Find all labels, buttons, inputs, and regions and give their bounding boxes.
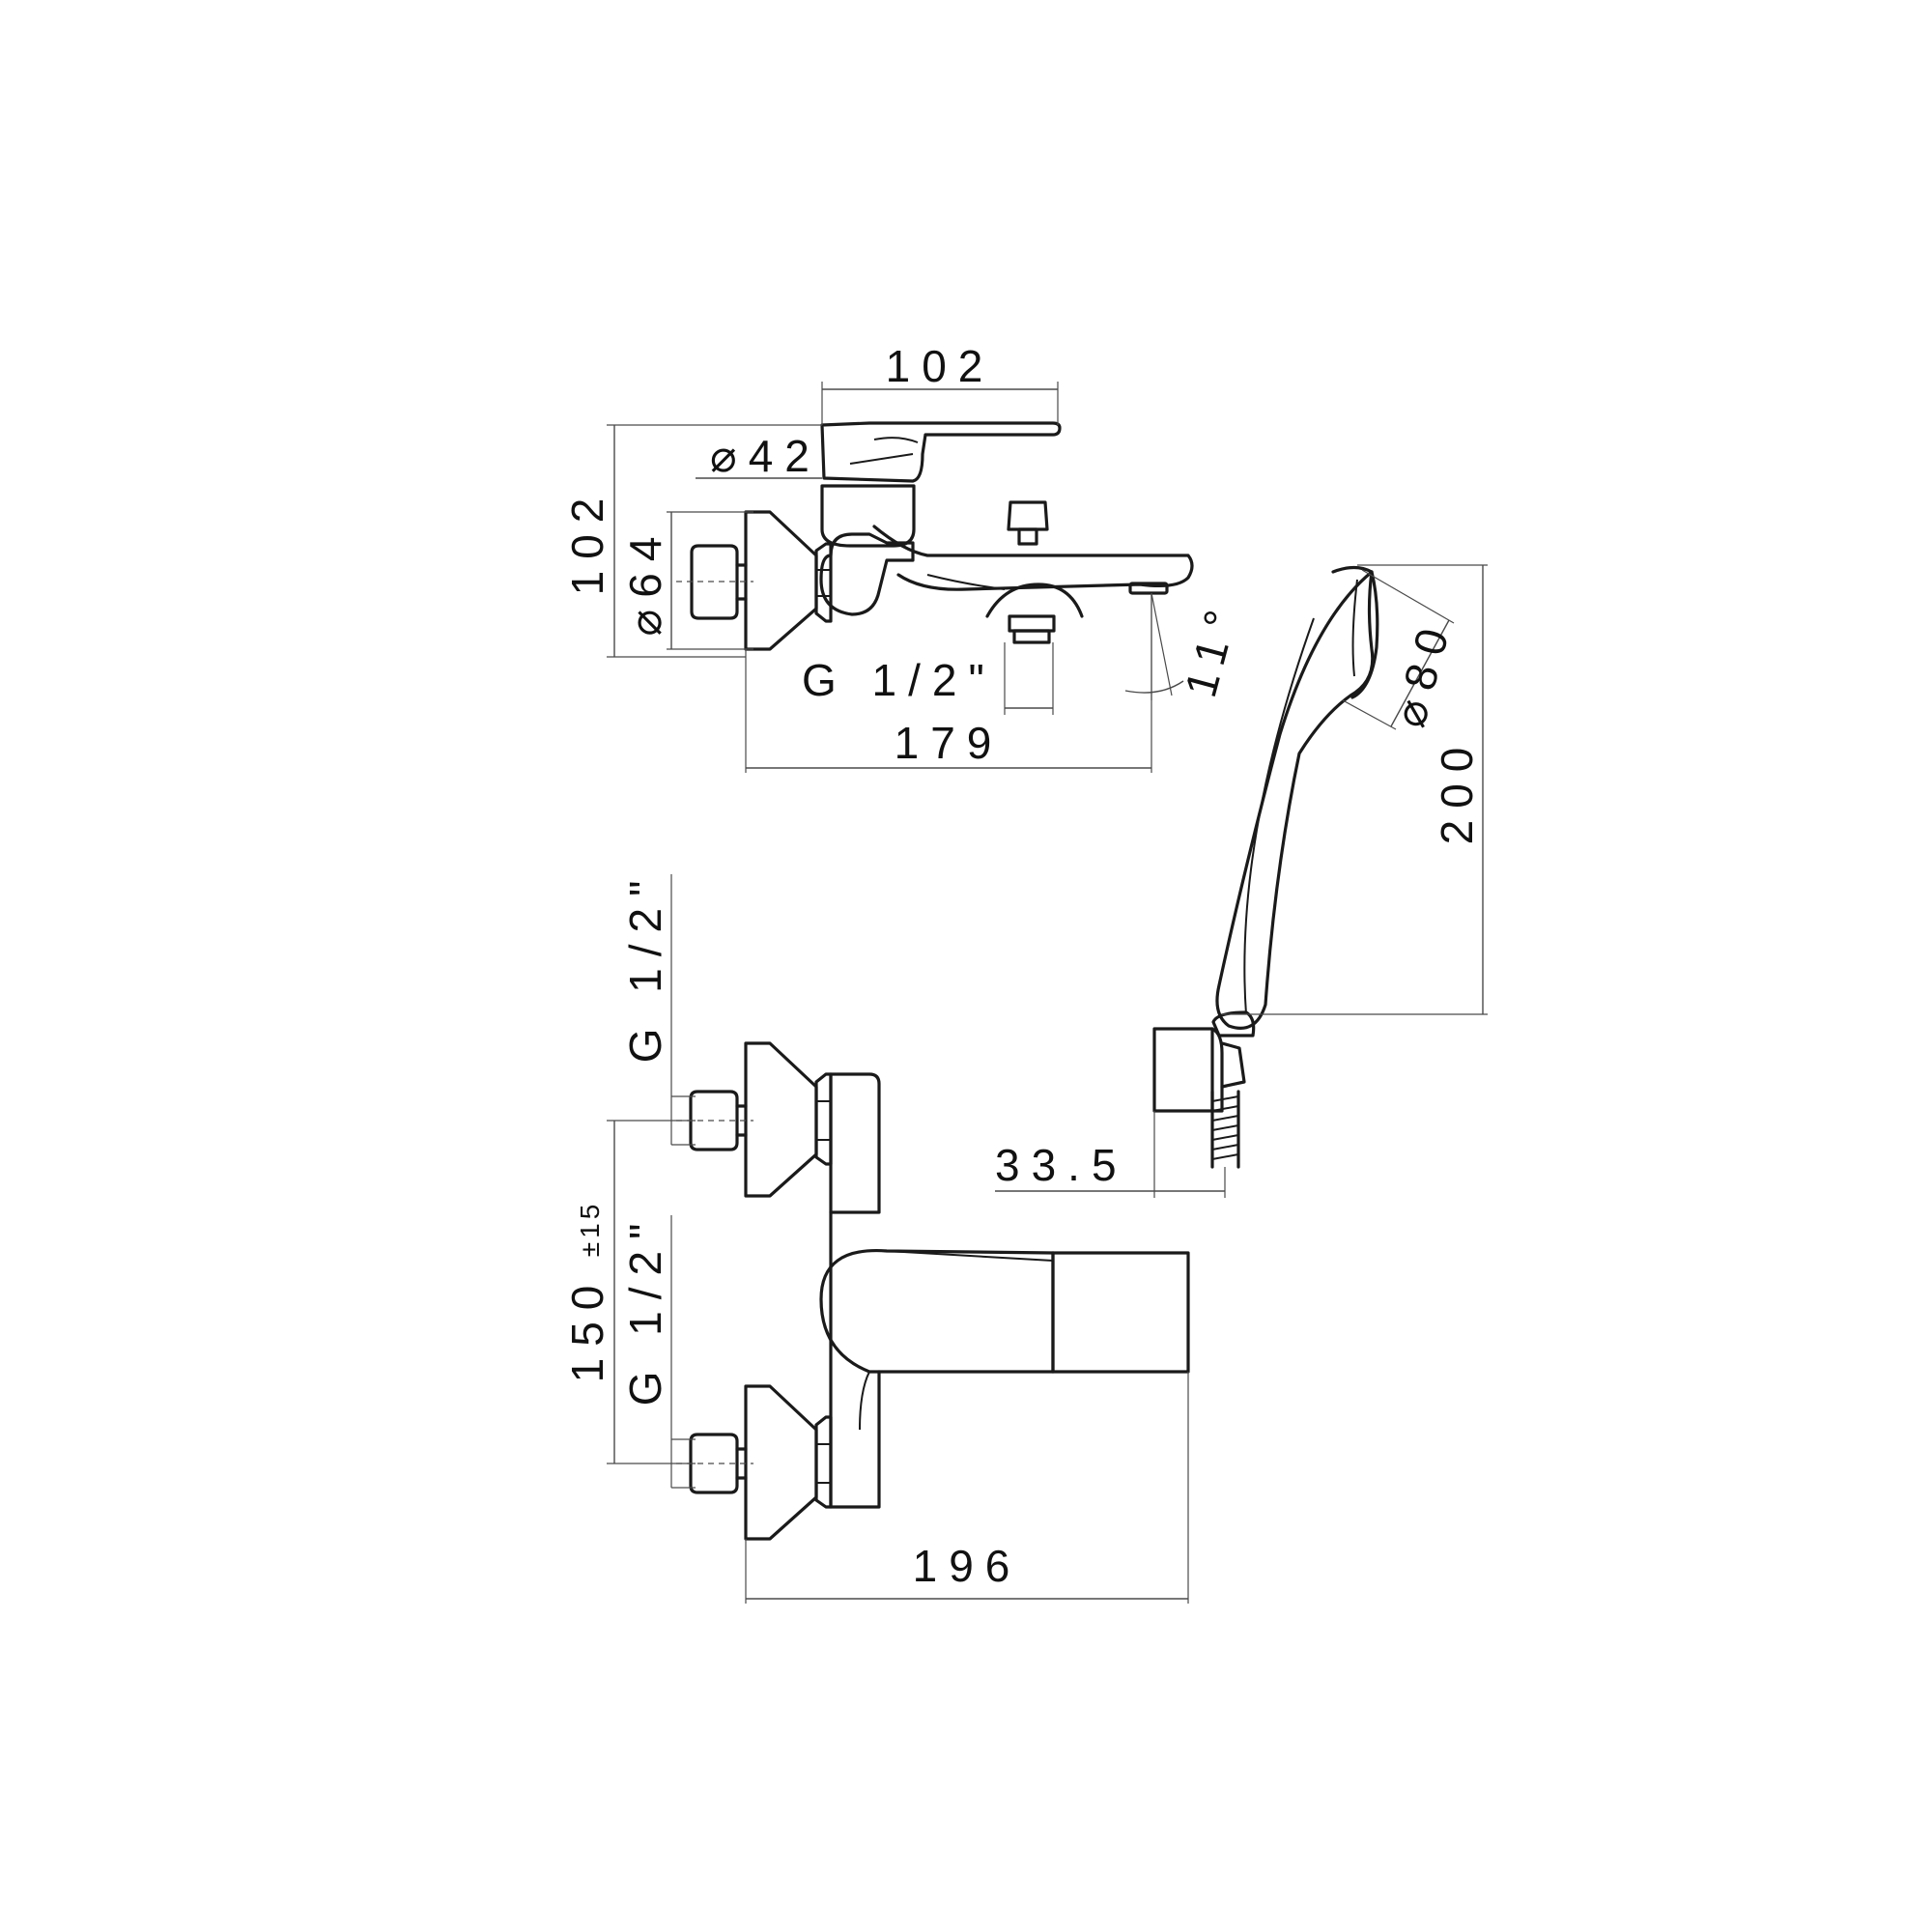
side-lever [820, 421, 1062, 483]
hand-shower-body [1215, 570, 1375, 1030]
front-dim-width: 196 [913, 1541, 1022, 1591]
side-cartridge-housing [820, 484, 916, 548]
side-view-dimensions: 102 ⌀42 102 ⌀64 G 1/2" 179 11° [562, 341, 1249, 773]
hand-shower-dim-holder-offset: 33.5 [995, 1140, 1128, 1190]
hand-shower-head-face [1331, 565, 1379, 699]
side-dim-height: 102 [562, 487, 612, 596]
side-view [676, 421, 1194, 651]
front-mixer-body [829, 1072, 881, 1214]
front-dim-inlet-tolerance: ±15 [575, 1201, 605, 1258]
hand-shower [1152, 565, 1379, 1169]
side-hose-outlet [985, 582, 1084, 618]
side-dim-spout-angle: 11° [1175, 594, 1249, 702]
hand-shower-dim-length: 200 [1432, 736, 1482, 845]
front-lever [819, 1248, 1055, 1374]
front-dim-inlet-thread-top: G 1/2" [620, 869, 670, 1064]
side-wall-flange [744, 510, 818, 651]
side-aerator [1128, 582, 1169, 595]
front-view-dimensions: G 1/2" G 1/2" 150 ±15 196 [562, 869, 1189, 1604]
side-eccentric-connector [690, 544, 739, 620]
side-spout [872, 525, 1194, 591]
side-hex-nut [814, 542, 833, 623]
side-dim-cartridge-diameter: ⌀42 [710, 431, 821, 481]
hand-shower-hose [1210, 1090, 1240, 1169]
side-dim-flange-diameter: ⌀64 [620, 526, 670, 637]
hand-shower-dim-head-diameter: ⌀80 [1384, 612, 1462, 732]
hand-shower-dimensions: ⌀80 200 33.5 [995, 564, 1488, 1198]
side-mixer-body [819, 532, 915, 616]
front-view [676, 1041, 1190, 1541]
front-lower-flange [744, 1384, 818, 1541]
side-dim-depth: 179 [895, 718, 1004, 768]
front-dim-inlet-distance: 150 [562, 1274, 612, 1383]
front-dim-inlet-thread-bottom: G 1/2" [620, 1212, 670, 1406]
hand-shower-collar [1211, 1010, 1256, 1037]
side-diverter-knob [1007, 500, 1049, 531]
side-dim-top-width: 102 [886, 341, 995, 391]
side-dim-outlet-thread: G 1/2" [802, 655, 996, 705]
front-upper-flange [744, 1041, 818, 1198]
